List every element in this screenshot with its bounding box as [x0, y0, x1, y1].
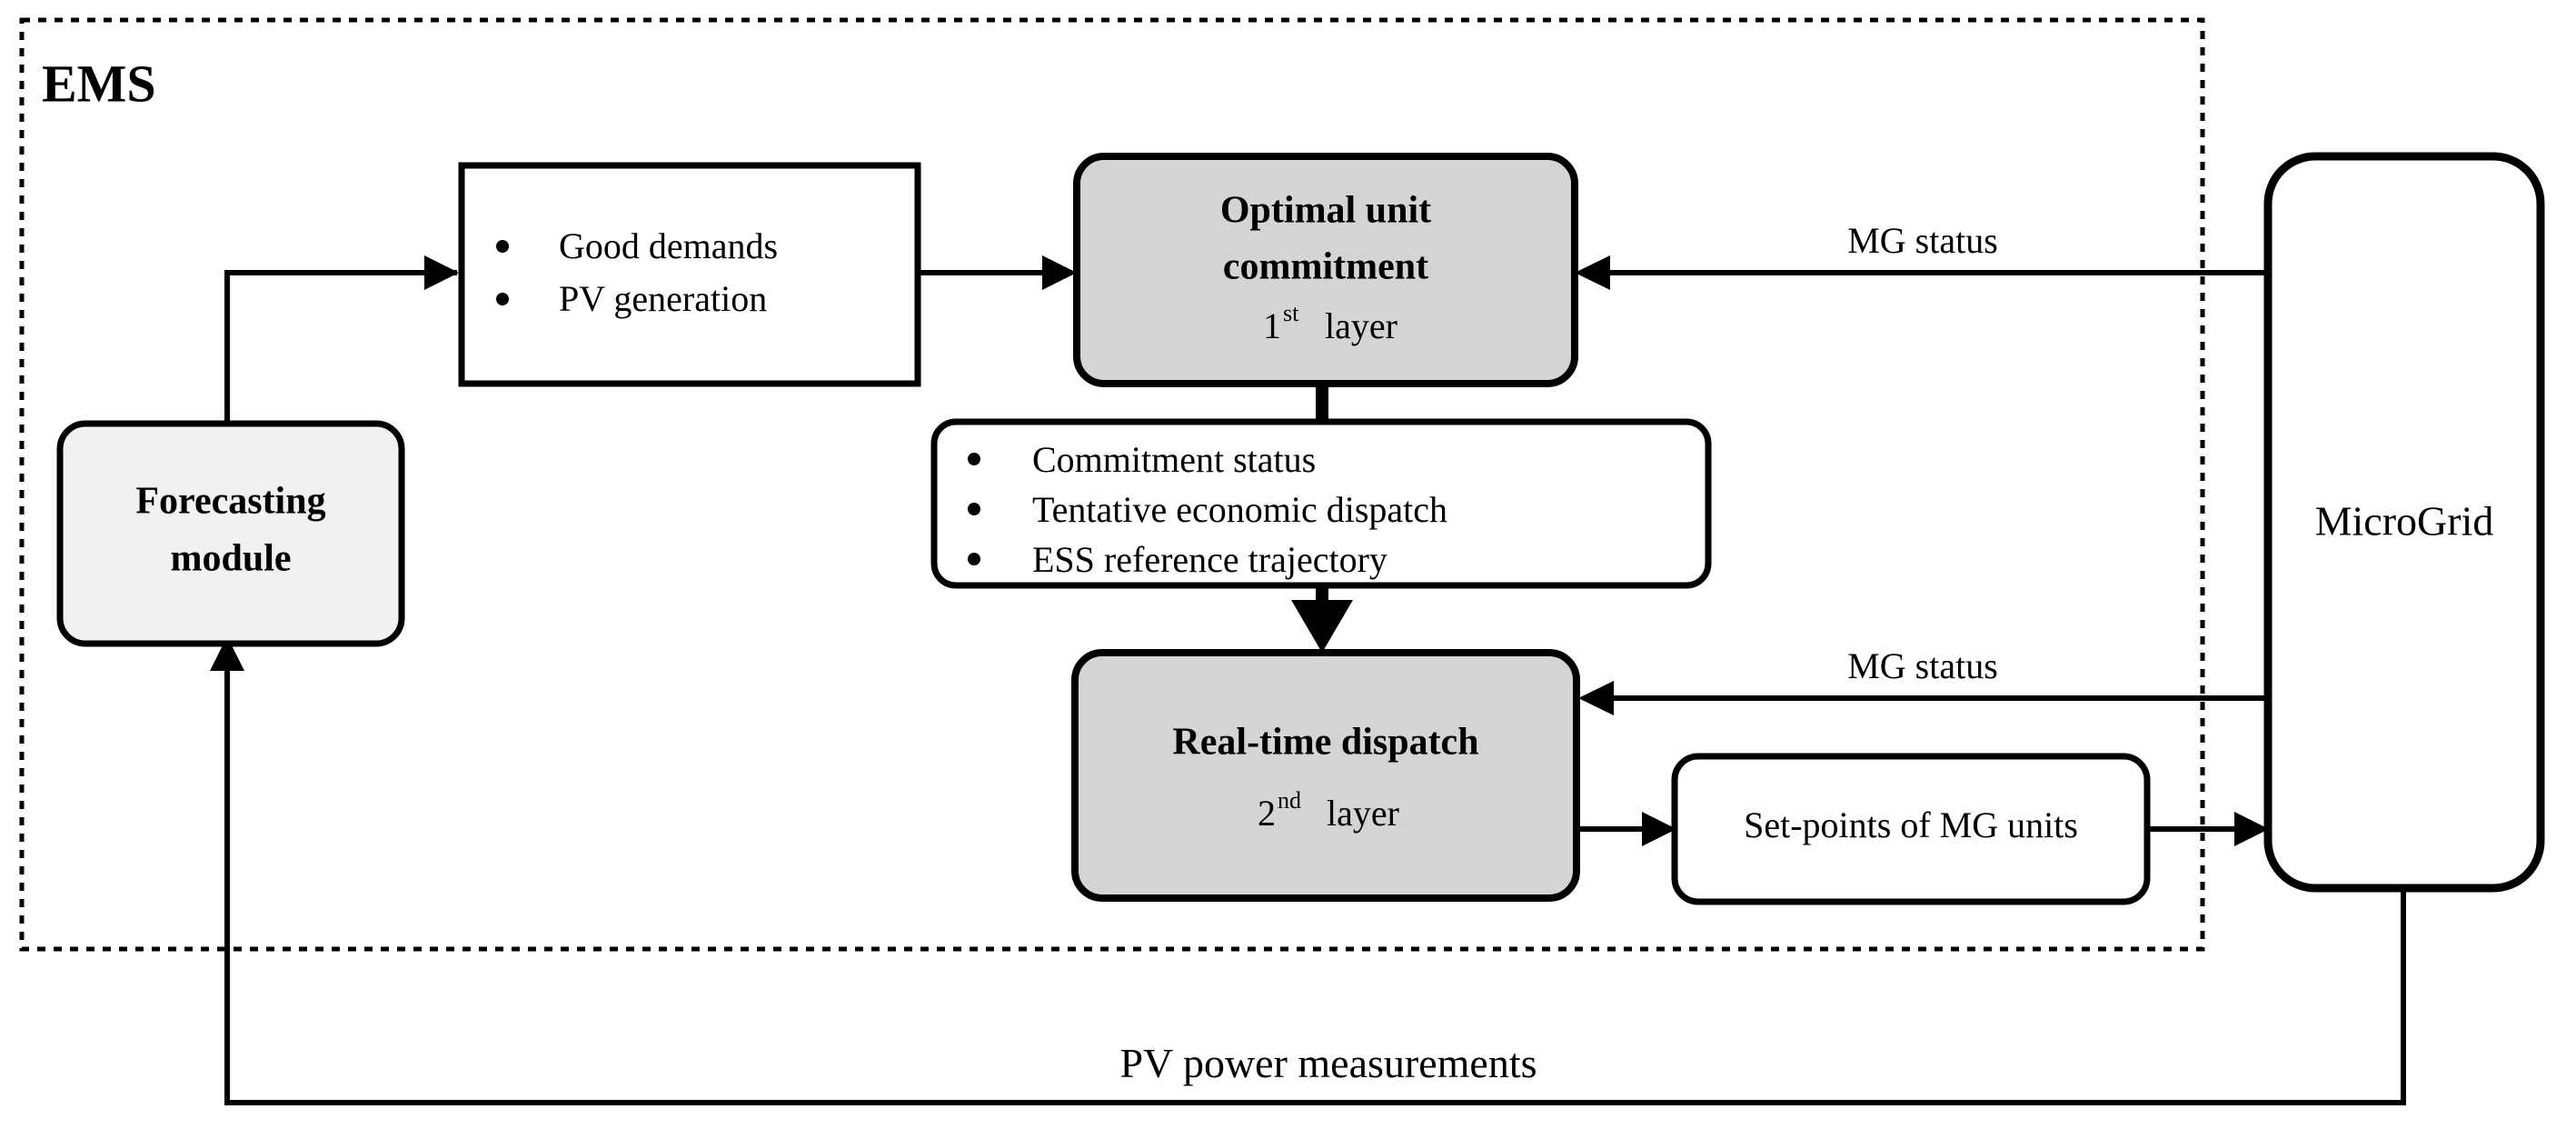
arrowhead-mg-status-top	[1575, 255, 1610, 290]
bullet-dot-icon	[496, 240, 509, 253]
real-time-dispatch-layer-word: layer	[1327, 793, 1399, 834]
arrowhead-into-inputs	[424, 255, 459, 290]
edge-pv-power-feedback	[224, 647, 2406, 1105]
forecast-outputs-bullet-0: Good demands	[559, 225, 778, 266]
arrowhead-into-forecasting	[210, 636, 244, 671]
real-time-dispatch-layer-suffix: nd	[1278, 787, 1301, 814]
intermediate-outputs-fill	[934, 422, 1708, 585]
box-optimal-unit-commitment[interactable]: Optimal unit commitment 1 st layer	[1073, 153, 1578, 387]
arrowhead-into-microgrid	[2234, 812, 2269, 846]
microgrid-label: MicroGrid	[2315, 498, 2494, 545]
intermediate-outputs-outline	[930, 418, 1712, 589]
bullet-dot-icon	[496, 293, 509, 305]
optimal-unit-commitment-layer-suffix: st	[1283, 300, 1299, 326]
label-mg-status-bottom: MG status	[1847, 645, 1998, 686]
box-microgrid[interactable]: MicroGrid	[2263, 152, 2545, 893]
intermediate-bullet-2: ESS reference trajectory	[1032, 539, 1387, 580]
optimal-unit-commitment-line2: commitment	[1223, 246, 1428, 288]
microgrid-outline	[2263, 152, 2545, 893]
optimal-unit-commitment-layer-number: 1	[1263, 305, 1281, 346]
intermediate-bullet-1: Tentative economic dispatch	[1032, 489, 1447, 530]
microgrid-fill	[2268, 156, 2541, 888]
label-pv-power-measurements: PV power measurements	[1119, 1040, 1537, 1086]
box-forecasting-module[interactable]: Forecasting module	[56, 420, 405, 647]
optimal-unit-commitment-layer-word: layer	[1325, 305, 1397, 346]
forecast-outputs-outline	[458, 162, 921, 387]
real-time-dispatch-outline	[1071, 649, 1580, 902]
real-time-dispatch-line1: Real-time dispatch	[1172, 722, 1478, 764]
intermediate-bullet-0: Commitment status	[1032, 439, 1316, 480]
optimal-unit-commitment-outline	[1073, 153, 1578, 387]
box-real-time-dispatch[interactable]: Real-time dispatch 2 nd layer	[1071, 649, 1580, 902]
ems-title: EMS	[42, 55, 156, 114]
bullet-dot-icon	[968, 453, 980, 465]
box-forecast-outputs[interactable]: Good demands PV generation	[458, 162, 921, 387]
label-mg-status-top: MG status	[1847, 220, 1998, 261]
edge-forecasting-to-inputs	[224, 270, 457, 427]
arrowhead-into-realtime-dispatch	[1291, 600, 1353, 653]
setpoints-fill	[1675, 756, 2147, 902]
forecasting-module-line2: module	[170, 538, 291, 580]
box-setpoints-of-mg-units[interactable]: Set-points of MG units	[1671, 753, 2151, 905]
optimal-unit-commitment-line1: Optimal unit	[1220, 190, 1431, 232]
real-time-dispatch-layer-number: 2	[1258, 793, 1276, 834]
optimal-unit-commitment-fill	[1077, 156, 1575, 384]
setpoints-outline	[1671, 753, 2151, 905]
arrowhead-into-unit-commitment-left	[1042, 255, 1077, 290]
forecast-outputs-fill	[462, 165, 918, 384]
real-time-dispatch-fill	[1075, 653, 1576, 898]
forecasting-module-outline	[56, 420, 405, 647]
forecast-outputs-bullet-1: PV generation	[559, 278, 767, 319]
forecasting-module-line1: Forecasting	[135, 481, 325, 523]
forecasting-module-fill	[60, 424, 402, 644]
arrowhead-into-setpoints	[1642, 812, 1676, 846]
setpoints-label: Set-points of MG units	[1744, 804, 2078, 845]
box-intermediate-outputs[interactable]: Commitment status Tentative economic dis…	[930, 418, 1712, 589]
arrowhead-mg-status-bottom	[1578, 681, 1614, 715]
bullet-dot-icon	[968, 553, 980, 565]
bullet-dot-icon	[968, 503, 980, 515]
